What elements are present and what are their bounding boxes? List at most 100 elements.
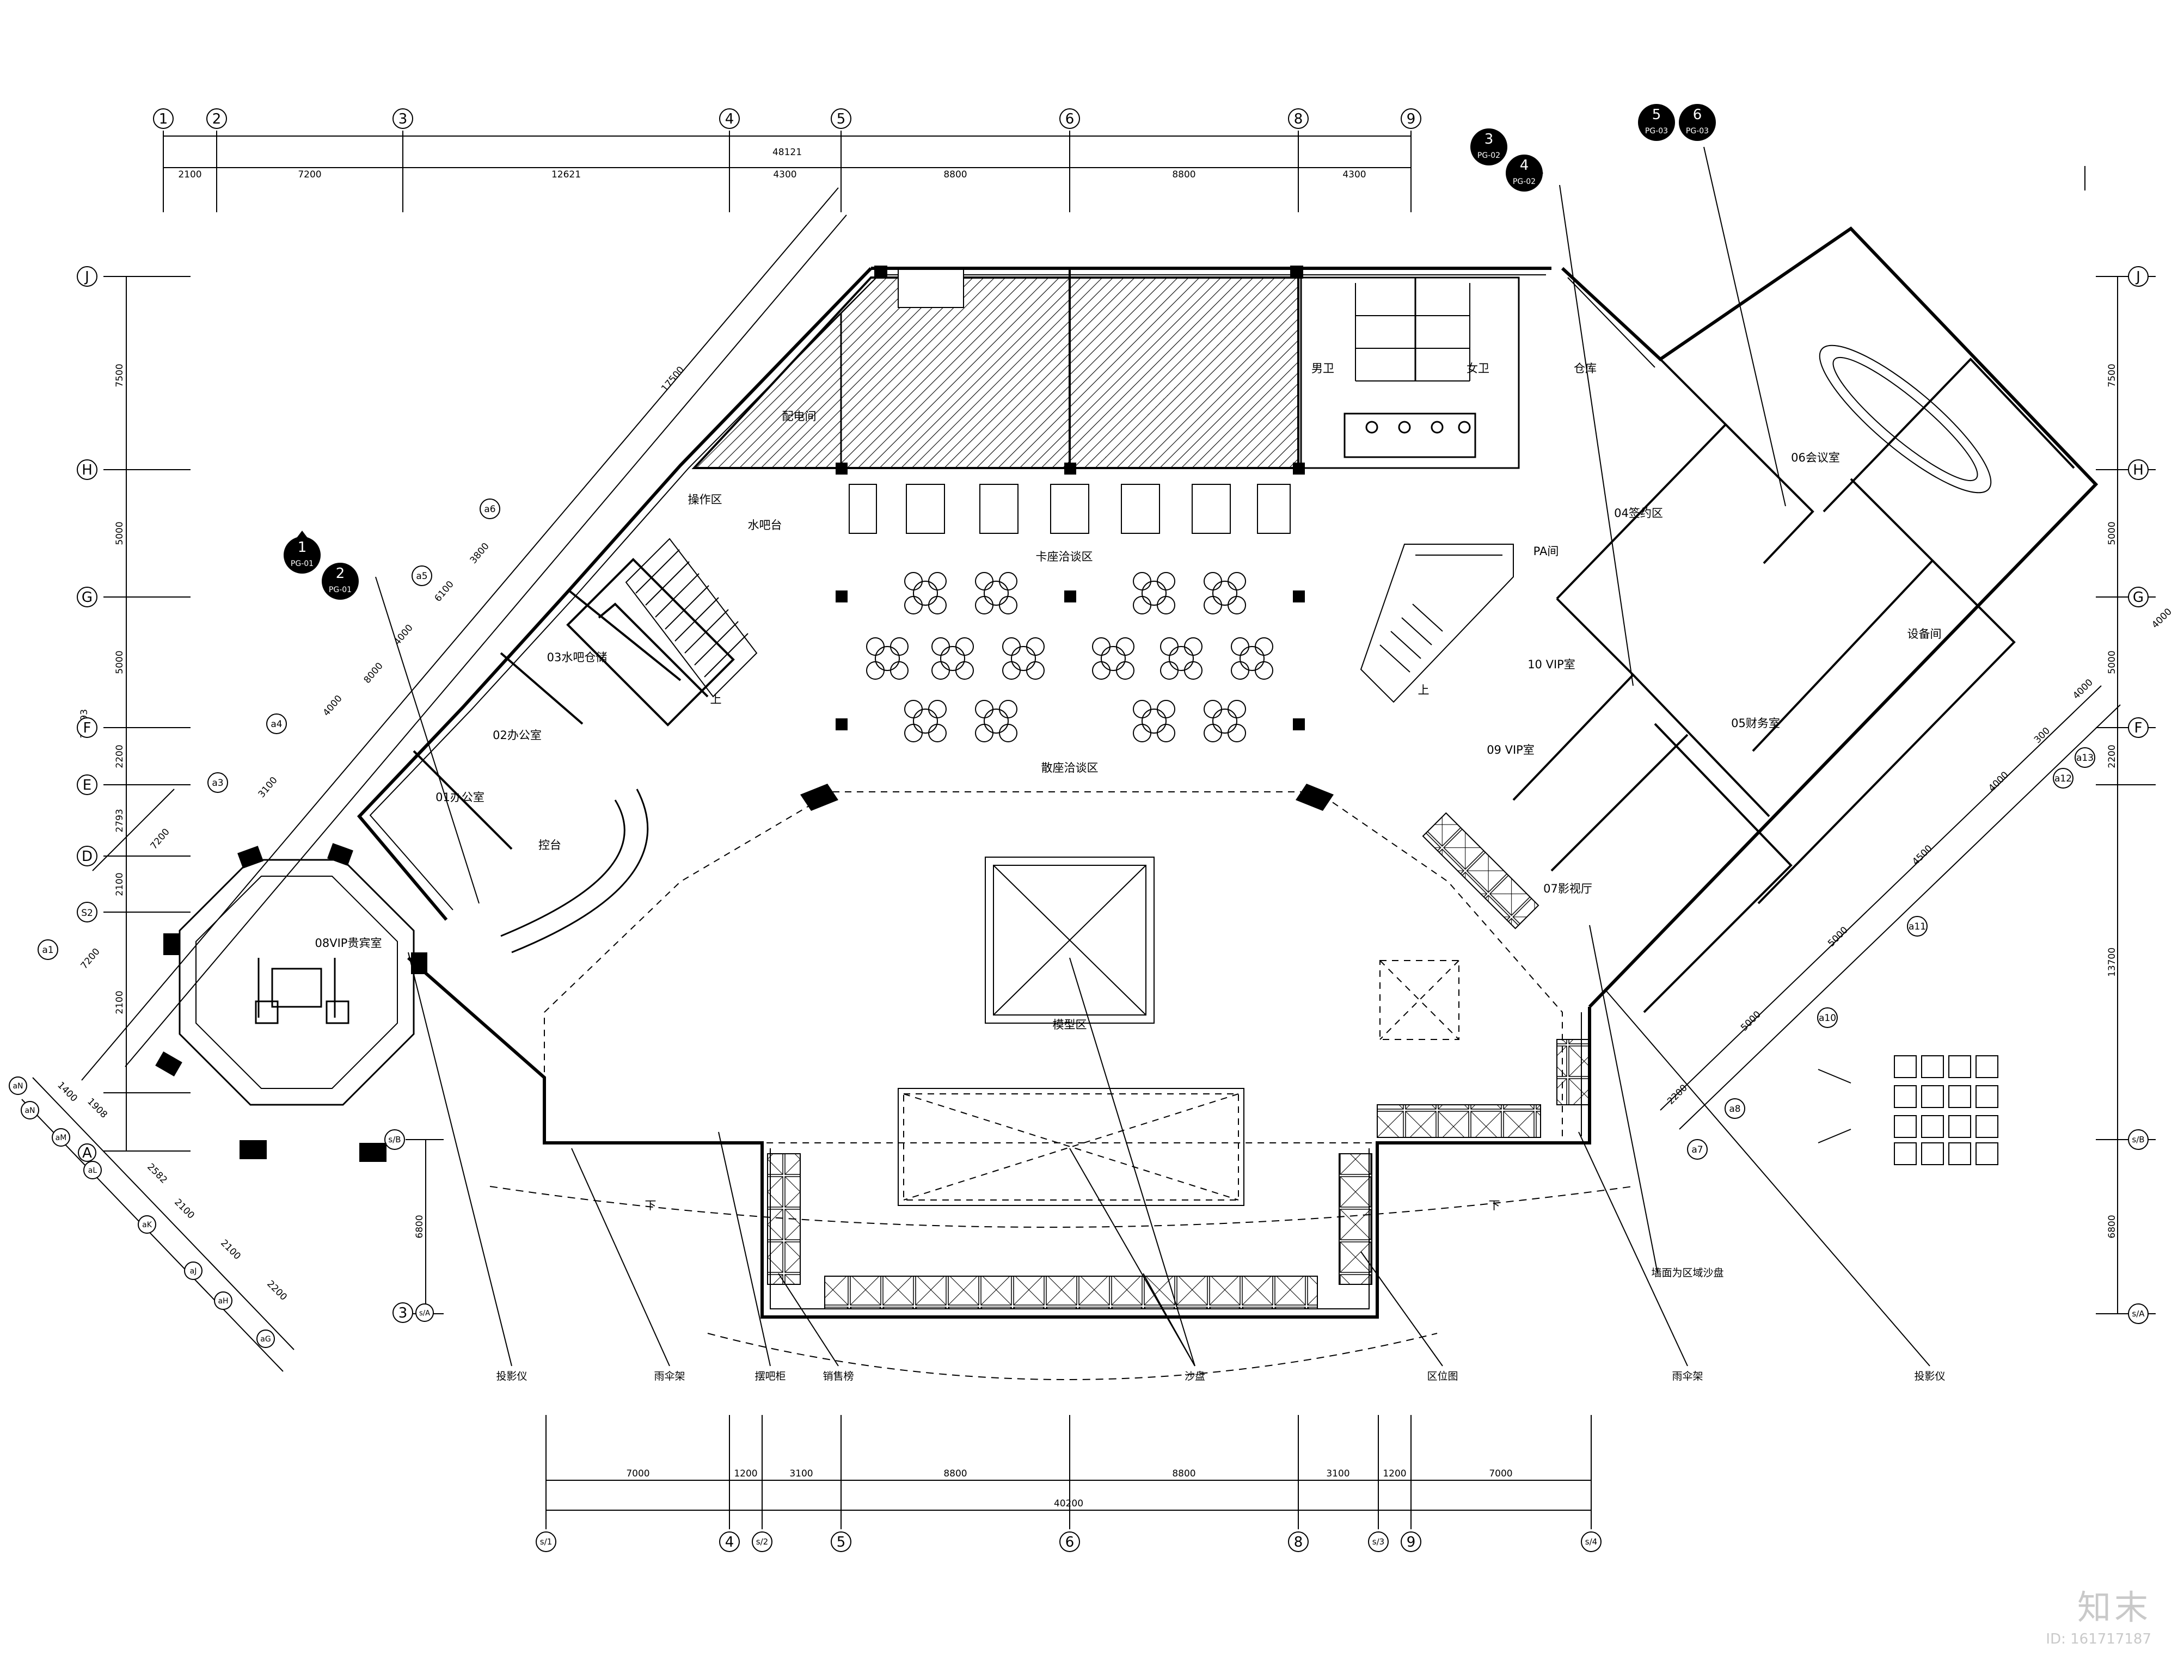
water-bar-label: 水吧台 [748,519,782,532]
svg-text:8: 8 [1294,1534,1303,1550]
svg-text:3100: 3100 [789,1468,813,1479]
axis-bubble-9: 9 [1401,108,1421,129]
svg-text:a12: a12 [2054,773,2072,784]
svg-text:PG-01: PG-01 [329,586,352,594]
svg-text:5000: 5000 [2107,650,2118,674]
svg-text:a5: a5 [416,571,427,582]
bottom-dimension-labels: 7000 1200 3100 8800 8800 3100 1200 7000 … [626,1468,1512,1509]
svg-text:s/B: s/B [388,1135,401,1144]
svg-text:6100: 6100 [433,579,456,604]
section-marker-6: 6PG-03 [1679,104,1716,141]
svg-text:13700: 13700 [2107,947,2118,977]
svg-text:6: 6 [1065,111,1075,127]
axis-bubble-1: 1 [153,108,174,129]
storage-label: 仓库 [1574,362,1597,375]
svg-text:1200: 1200 [1383,1468,1406,1479]
left-bottom-axes: 6800 s/B 3 s/A [384,1129,444,1323]
up-right-label: 上 [1418,684,1430,697]
top-dim-4: 4300 [773,169,796,180]
svg-text:5000: 5000 [2107,521,2118,545]
axis-bubble-3-left: 3 [392,1302,413,1323]
axis-bubble-F: F [77,717,97,738]
svg-text:7500: 7500 [2107,364,2118,387]
svg-text:3800: 3800 [468,541,492,566]
axis-bubble-9-bottom: 9 [1401,1531,1421,1552]
svg-text:4000: 4000 [2150,606,2174,631]
section-mark-3-4: 3PG-02 4PG-02 [1470,128,1634,686]
male-wc-label: 男卫 [1311,362,1334,375]
left-diagonal-axis-bubbles: a1 a3 a4 a5 a6 [38,499,500,960]
callout-labels: 投影仪 雨伞架 摆吧柜 销售榜 沙盘 区位图 雨伞架 投影仪 墙面为区域沙盘 [496,1267,1945,1382]
axis-bubble-6: 6 [1059,108,1080,129]
reception-desk [500,789,649,953]
umbrella-right-label: 雨伞架 [1672,1370,1703,1382]
model-area [489,791,1634,1380]
axis-bubble-5-bottom: 5 [831,1531,851,1552]
svg-text:6: 6 [1693,107,1702,123]
card-seats [849,484,1291,534]
svg-text:PG-02: PG-02 [1477,151,1500,160]
svg-text:2200: 2200 [265,1278,289,1303]
vip-lounge-octagon [179,859,415,1106]
svg-text:G: G [82,589,93,606]
svg-text:s/B: s/B [2132,1135,2144,1144]
meeting-table [1819,344,1992,494]
svg-text:4000: 4000 [321,693,345,718]
svg-text:a10: a10 [1819,1013,1836,1024]
svg-text:6800: 6800 [2107,1215,2118,1238]
svg-text:2582: 2582 [145,1161,169,1186]
svg-text:3: 3 [398,111,408,127]
svg-text:6800: 6800 [414,1215,425,1238]
svg-text:s/A: s/A [2132,1309,2145,1319]
stair-right [1360,544,1514,703]
svg-text:D: D [82,848,93,865]
axis-bubble-sB-right: s/B [2128,1129,2149,1150]
vip-09-label: 09 VIP室 [1487,743,1535,756]
scattered-seat-label: 散座洽谈区 [1041,761,1099,774]
axis-bubble-J-right: J [2128,266,2149,287]
svg-text:4: 4 [725,1534,734,1550]
top-dim-7: 4300 [1342,169,1366,180]
axis-bubble-H: H [77,459,97,480]
section-mark-5-6: 5PG-03 6PG-03 [1638,104,1786,507]
svg-text:3100: 3100 [256,775,280,800]
bottom-dimension-chain [545,1415,1592,1529]
section-marker-3: 3PG-02 [1470,128,1507,165]
axis-bubble-G-right: G [2128,587,2149,607]
svg-text:6: 6 [1065,1534,1075,1550]
svg-text:2100: 2100 [172,1197,197,1221]
down-left-label: 下 [645,1199,657,1212]
svg-text:3: 3 [398,1305,408,1321]
up-left-label: 上 [710,693,722,706]
pa-room-label: PA间 [1533,545,1559,558]
axis-bubble-E: E [77,774,97,795]
svg-text:5: 5 [837,111,846,127]
svg-text:3100: 3100 [1326,1468,1349,1479]
svg-text:a13: a13 [2076,753,2094,764]
axis-bubble-sB-left: s/B [384,1129,405,1150]
svg-text:a7: a7 [1691,1144,1703,1155]
axis-bubble-S2: S2 [77,902,97,922]
room-labels: 配电间 男卫 女卫 仓库 操作区 水吧台 卡座洽谈区 散座洽谈区 03水吧仓储 … [315,362,1942,1212]
left-axis-bubbles: J H G F E D S2 [77,266,97,922]
contract-area-label: 04签约区 [1614,507,1663,520]
svg-text:aM: aM [56,1134,67,1142]
svg-text:7200: 7200 [149,827,172,852]
down-right-label: 下 [1489,1199,1500,1212]
svg-text:S2: S2 [81,908,93,919]
umbrella-left-label: 雨伞架 [654,1370,685,1382]
svg-text:s/1: s/1 [540,1537,552,1547]
axis-bubble-sA-right: s/A [2128,1303,2149,1324]
top-dim-5: 8800 [943,169,967,180]
svg-text:A: A [82,1145,92,1161]
wall-sand-table-label: 墙面为区域沙盘 [1651,1267,1723,1279]
svg-text:G: G [2133,589,2144,606]
projector-left-label: 投影仪 [496,1370,527,1382]
svg-text:1: 1 [159,111,168,127]
svg-text:4: 4 [1520,157,1529,174]
svg-text:8800: 8800 [943,1468,967,1479]
section-marker-4: 4PG-02 [1506,155,1543,192]
section-mark-1-2: 1PG-01 2PG-01 [284,531,480,904]
svg-text:PG-03: PG-03 [1645,127,1668,136]
water-bar-storage-label: 03水吧仓储 [547,651,608,664]
